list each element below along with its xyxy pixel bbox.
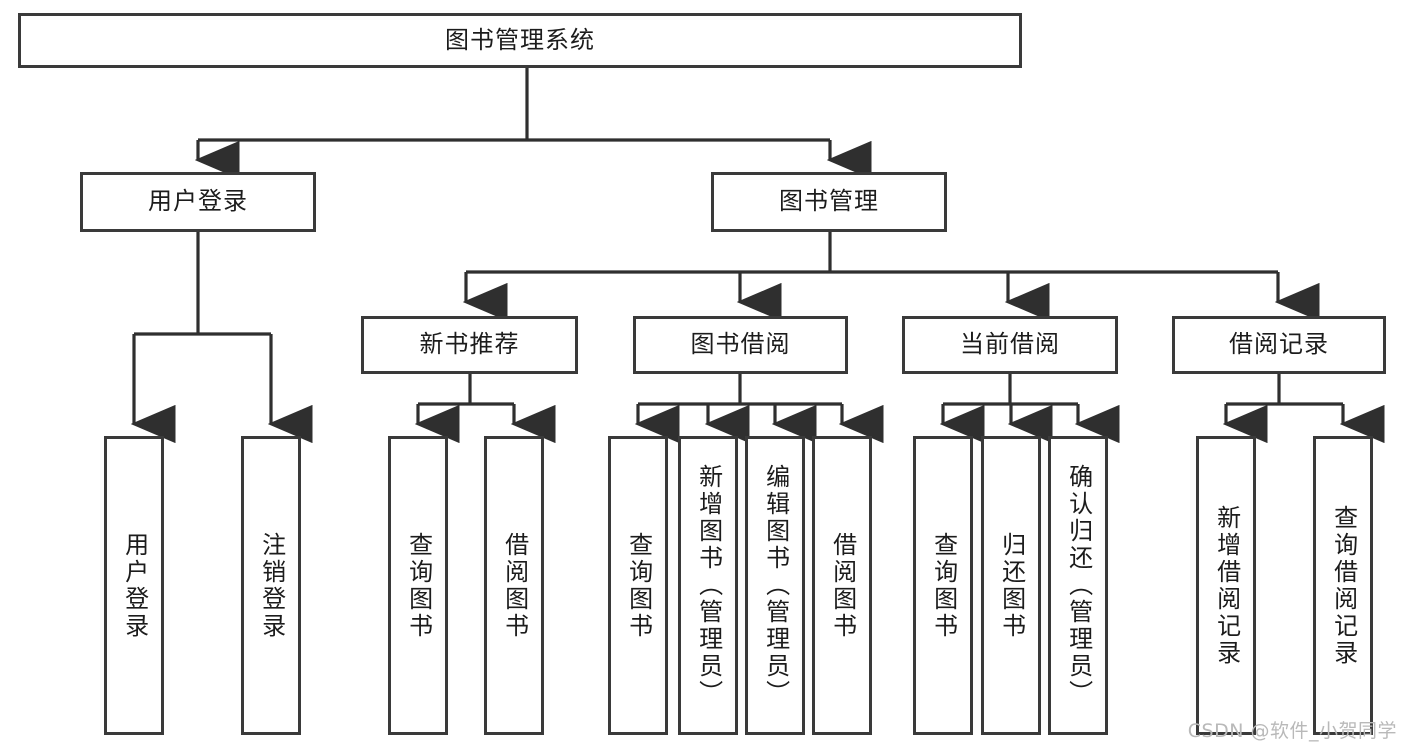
node-leaf-add-book-admin[interactable]: 新增图书（管理员） bbox=[678, 436, 738, 735]
node-leaf-confirm-return-admin[interactable]: 确认归还（管理员） bbox=[1048, 436, 1108, 735]
node-leaf-confirm-return-admin-label: 确认归还（管理员） bbox=[1064, 464, 1093, 707]
node-book-management[interactable]: 图书管理 bbox=[711, 172, 947, 232]
node-leaf-query-book-current-label: 查询图书 bbox=[929, 531, 958, 640]
node-root-label: 图书管理系统 bbox=[445, 25, 595, 54]
node-leaf-query-book-recommend-label: 查询图书 bbox=[404, 531, 433, 640]
node-borrow-record-label: 借阅记录 bbox=[1229, 330, 1329, 359]
node-root[interactable]: 图书管理系统 bbox=[18, 13, 1022, 68]
node-leaf-query-book-borrow[interactable]: 查询图书 bbox=[608, 436, 668, 735]
node-leaf-borrow-book-recommend[interactable]: 借阅图书 bbox=[484, 436, 544, 735]
node-leaf-add-borrow-record[interactable]: 新增借阅记录 bbox=[1196, 436, 1256, 735]
node-book-borrow-label: 图书借阅 bbox=[690, 330, 791, 359]
node-leaf-borrow-book-label: 借阅图书 bbox=[828, 531, 857, 640]
node-leaf-logout[interactable]: 注销登录 bbox=[241, 436, 301, 735]
node-leaf-borrow-book-recommend-label: 借阅图书 bbox=[500, 531, 529, 640]
node-leaf-query-book-borrow-label: 查询图书 bbox=[624, 531, 653, 640]
node-book-borrow[interactable]: 图书借阅 bbox=[633, 316, 848, 374]
node-leaf-edit-book-admin-label: 编辑图书（管理员） bbox=[761, 464, 790, 707]
node-user-login-label: 用户登录 bbox=[148, 187, 248, 216]
node-borrow-record[interactable]: 借阅记录 bbox=[1172, 316, 1386, 374]
node-leaf-user-login-label: 用户登录 bbox=[120, 531, 149, 640]
node-leaf-logout-label: 注销登录 bbox=[257, 531, 286, 640]
node-leaf-edit-book-admin[interactable]: 编辑图书（管理员） bbox=[745, 436, 805, 735]
node-current-borrow-label: 当前借阅 bbox=[960, 330, 1060, 359]
node-leaf-return-book[interactable]: 归还图书 bbox=[981, 436, 1041, 735]
node-leaf-query-borrow-record[interactable]: 查询借阅记录 bbox=[1313, 436, 1373, 735]
node-book-management-label: 图书管理 bbox=[779, 187, 879, 216]
node-leaf-query-borrow-record-label: 查询借阅记录 bbox=[1329, 504, 1358, 667]
node-user-login[interactable]: 用户登录 bbox=[80, 172, 316, 232]
node-leaf-return-book-label: 归还图书 bbox=[997, 531, 1026, 640]
node-leaf-query-book-recommend[interactable]: 查询图书 bbox=[388, 436, 448, 735]
node-leaf-query-book-current[interactable]: 查询图书 bbox=[913, 436, 973, 735]
node-new-book-recommend[interactable]: 新书推荐 bbox=[361, 316, 578, 374]
node-leaf-borrow-book[interactable]: 借阅图书 bbox=[812, 436, 872, 735]
node-new-book-recommend-label: 新书推荐 bbox=[419, 330, 520, 359]
node-leaf-user-login[interactable]: 用户登录 bbox=[104, 436, 164, 735]
node-leaf-add-borrow-record-label: 新增借阅记录 bbox=[1212, 504, 1241, 667]
node-current-borrow[interactable]: 当前借阅 bbox=[902, 316, 1118, 374]
node-leaf-add-book-admin-label: 新增图书（管理员） bbox=[694, 464, 723, 707]
